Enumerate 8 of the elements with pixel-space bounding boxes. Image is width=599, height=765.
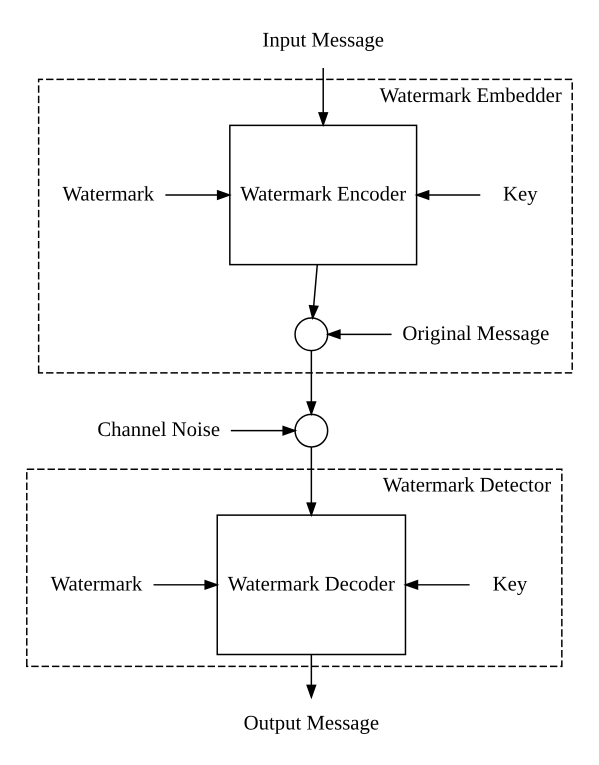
node-text: Watermark <box>50 573 142 596</box>
node-text: Output Message <box>244 712 380 735</box>
node-text: Channel Noise <box>97 419 220 442</box>
node-text: Key <box>492 573 528 596</box>
node-text: Key <box>503 183 538 206</box>
node-text: Original Message <box>402 322 550 345</box>
node-text: Input Message <box>262 29 384 52</box>
node-text: Watermark <box>62 183 154 206</box>
